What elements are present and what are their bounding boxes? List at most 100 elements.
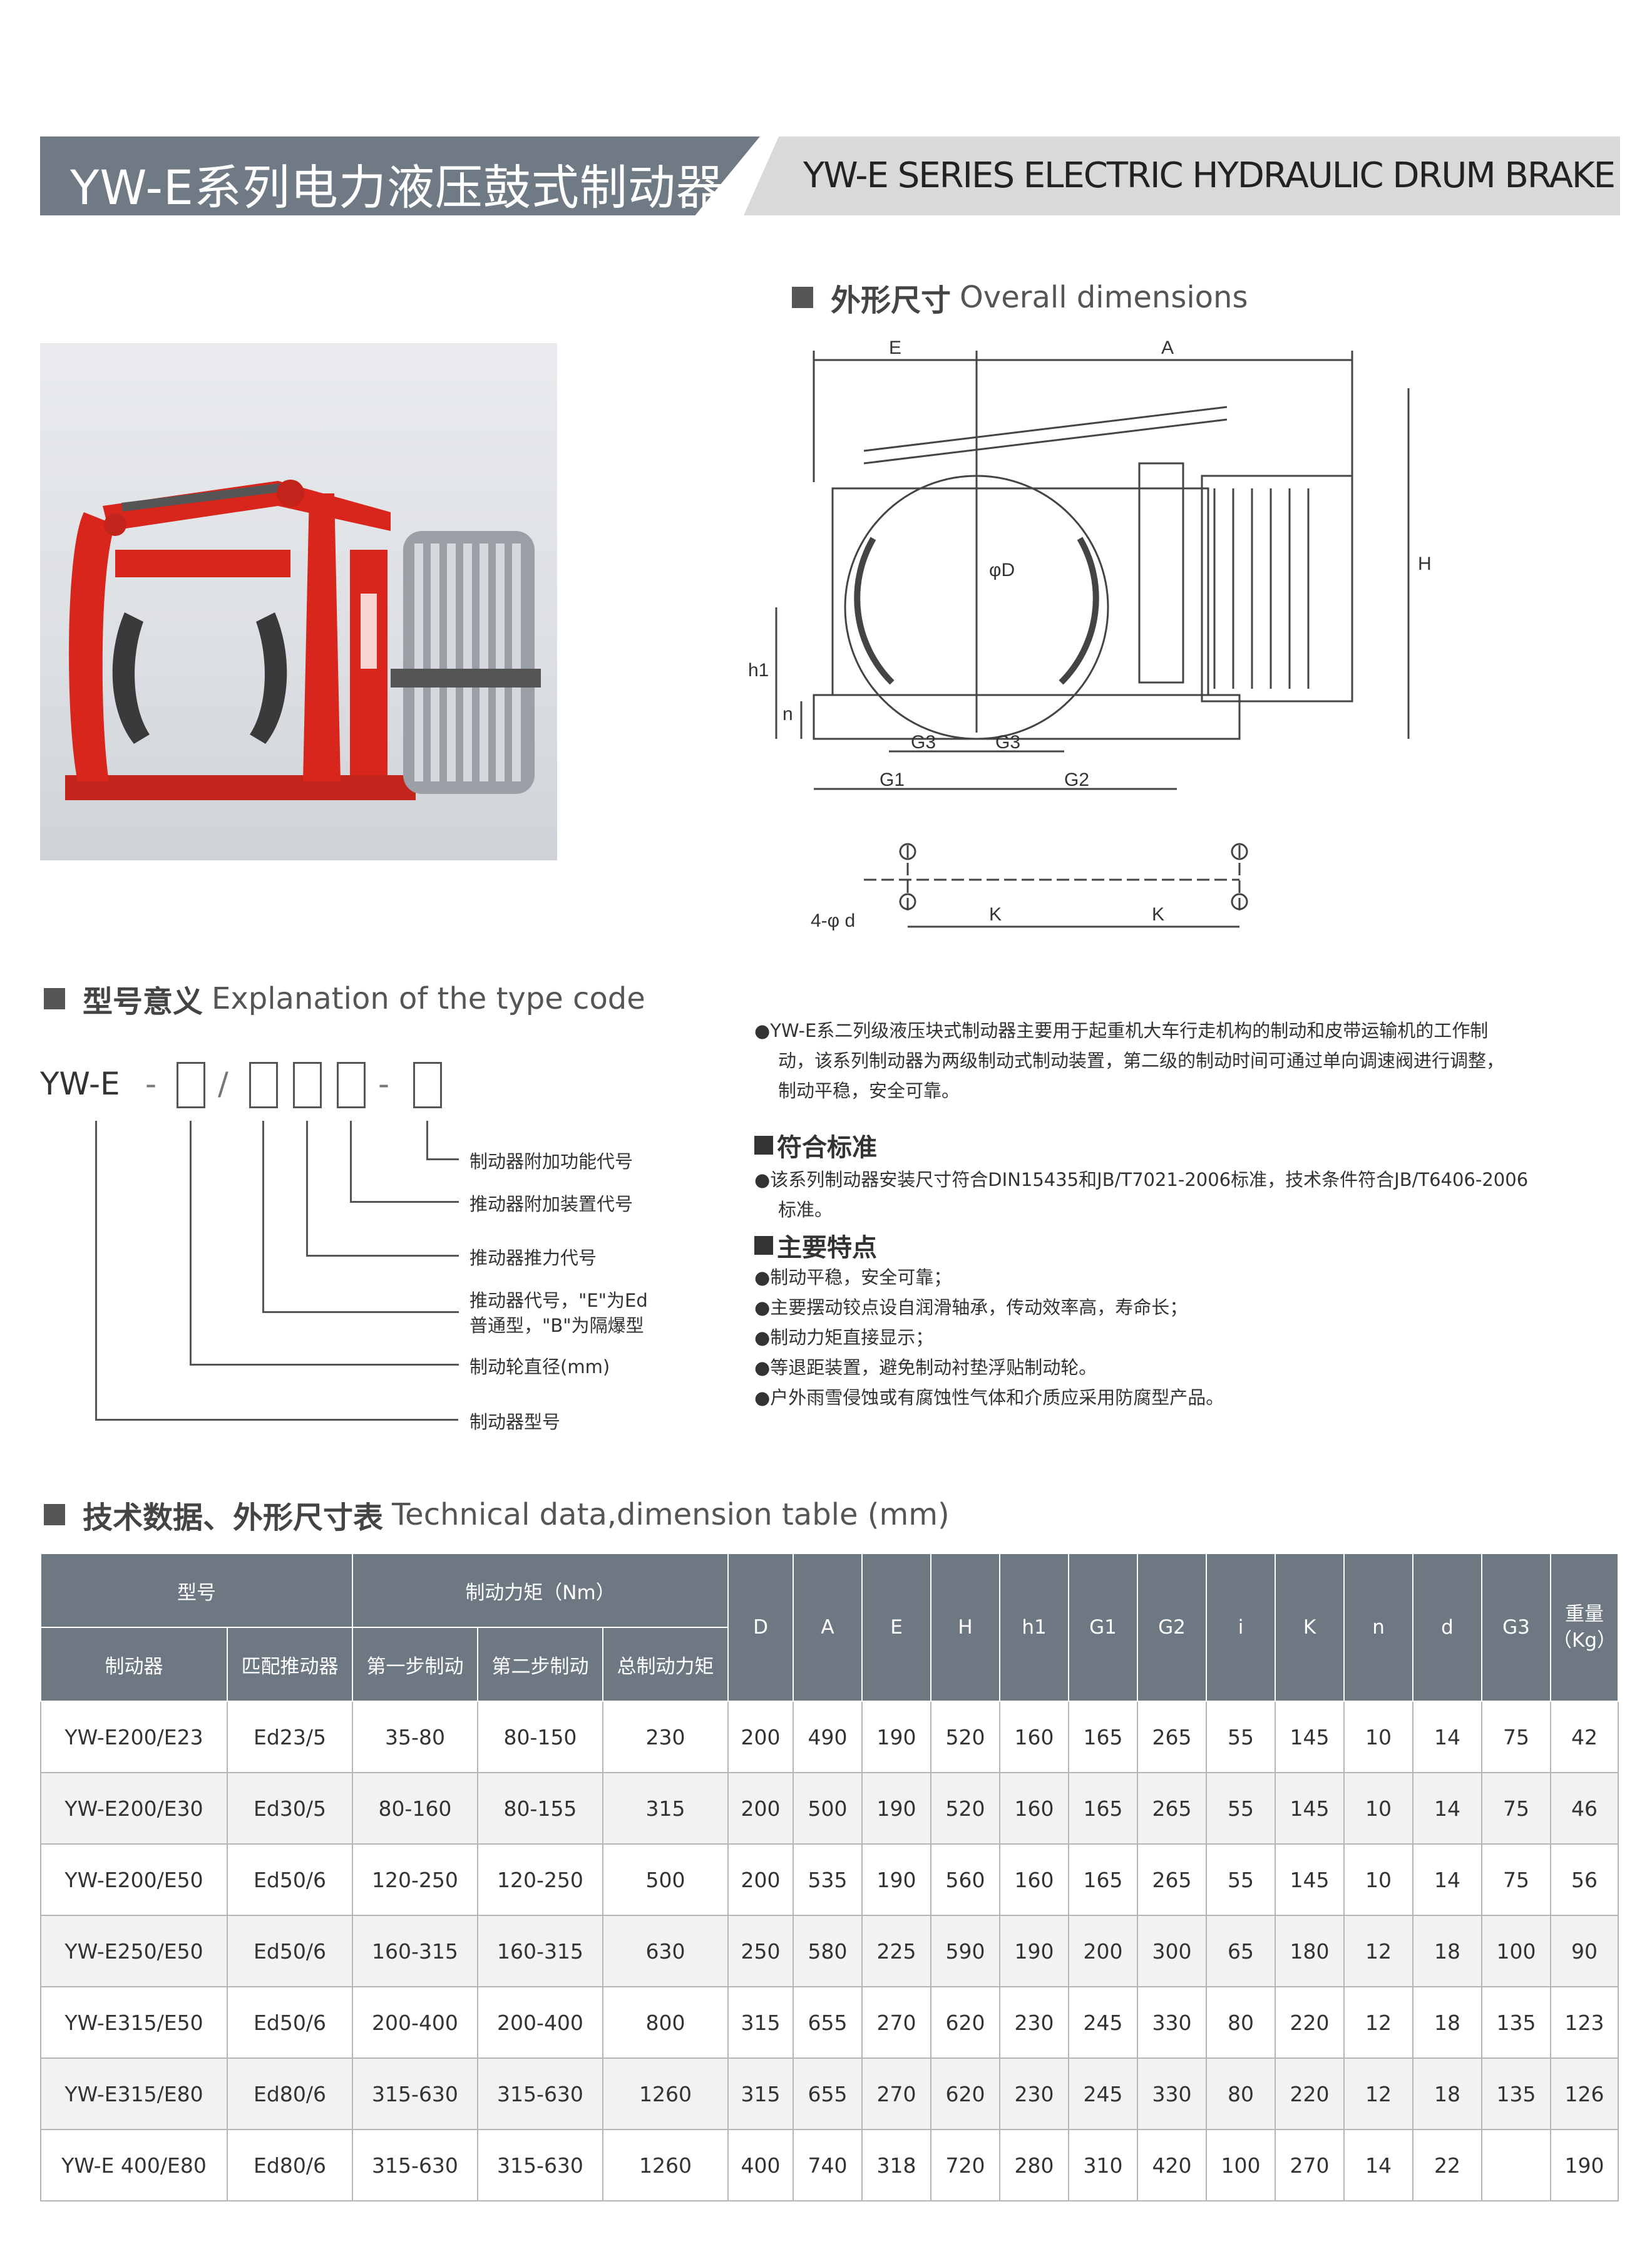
table-cell: 270 bbox=[1275, 2129, 1345, 2202]
table-cell: 315 bbox=[727, 1986, 794, 2059]
table-cell: 620 bbox=[930, 2058, 1001, 2130]
table-section-heading: 技术数据、外形尺寸表 Technical data,dimension tabl… bbox=[44, 1493, 950, 1537]
code-label-function: 制动器附加功能代号 bbox=[469, 1151, 634, 1172]
header-banner-right bbox=[744, 136, 1620, 215]
connector-line bbox=[350, 1201, 459, 1203]
table-cell: 230 bbox=[999, 1986, 1070, 2059]
section-bullet-icon bbox=[44, 1504, 65, 1525]
dim-label-G3-right: G3 bbox=[995, 732, 1020, 753]
table-cell: 560 bbox=[930, 1843, 1001, 1916]
table-cell: 10 bbox=[1343, 1843, 1414, 1916]
table-cell: YW-E315/E80 bbox=[40, 2058, 228, 2130]
table-cell: 55 bbox=[1206, 1772, 1276, 1845]
table-cell: 630 bbox=[602, 1915, 729, 1987]
type-code-dash-2: - bbox=[378, 1066, 390, 1102]
table-cell: 160 bbox=[999, 1701, 1070, 1773]
table-cell: 490 bbox=[793, 1701, 863, 1773]
header-sub: 第二步制动 bbox=[477, 1627, 603, 1702]
header-group-model: 型号 bbox=[40, 1553, 353, 1628]
table-cell: 200-400 bbox=[477, 1986, 603, 2059]
table-cell: 80-160 bbox=[352, 1772, 478, 1845]
table-cell: 315-630 bbox=[352, 2058, 478, 2130]
table-cell: 18 bbox=[1412, 1986, 1483, 2059]
table-cell: 160 bbox=[999, 1772, 1070, 1845]
table-cell: YW-E200/E30 bbox=[40, 1772, 228, 1845]
table-cell: 135 bbox=[1481, 1986, 1552, 2059]
table-cell: 120-250 bbox=[477, 1843, 603, 1916]
table-cell: 535 bbox=[793, 1843, 863, 1916]
header-dim: G3 bbox=[1481, 1553, 1552, 1702]
table-cell: 14 bbox=[1412, 1772, 1483, 1845]
table-cell: Ed50/6 bbox=[227, 1915, 353, 1987]
dim-label-holes: 4-φ d bbox=[811, 910, 855, 931]
header-dim: E bbox=[861, 1553, 932, 1702]
table-cell: 225 bbox=[861, 1915, 932, 1987]
header-dim: H bbox=[930, 1553, 1001, 1702]
code-box-function bbox=[413, 1062, 442, 1108]
table-cell: 65 bbox=[1206, 1915, 1276, 1987]
page-title-cn: YW-E系列电力液压鼓式制动器 bbox=[70, 160, 724, 215]
table-cell: 800 bbox=[602, 1986, 729, 2059]
table-cell: 200 bbox=[727, 1843, 794, 1916]
table-cell: 315 bbox=[727, 2058, 794, 2130]
table-cell: 160 bbox=[999, 1843, 1070, 1916]
table-cell: 120-250 bbox=[352, 1843, 478, 1916]
table-cell: 165 bbox=[1068, 1772, 1139, 1845]
table-cell: 500 bbox=[793, 1772, 863, 1845]
table-cell: 520 bbox=[930, 1701, 1001, 1773]
code-label-thruster-2: 普通型，"B"为隔爆型 bbox=[469, 1315, 644, 1336]
dim-label-G2: G2 bbox=[1064, 770, 1089, 790]
table-cell: 190 bbox=[861, 1772, 932, 1845]
connector-line bbox=[350, 1121, 352, 1202]
table-cell: 10 bbox=[1343, 1772, 1414, 1845]
code-box-diameter bbox=[177, 1062, 205, 1108]
header-dim: n bbox=[1343, 1553, 1414, 1702]
table-cell: 55 bbox=[1206, 1843, 1276, 1916]
brake-product-photo bbox=[40, 343, 557, 860]
table-cell: 1260 bbox=[602, 2058, 729, 2130]
table-cell: 230 bbox=[999, 2058, 1070, 2130]
table-cell: Ed50/6 bbox=[227, 1986, 353, 2059]
table-cell: 620 bbox=[930, 1986, 1001, 2059]
connector-line bbox=[306, 1255, 459, 1257]
header-dim: A bbox=[793, 1553, 863, 1702]
table-cell: 310 bbox=[1068, 2129, 1139, 2202]
table-cell: 123 bbox=[1550, 1986, 1619, 2059]
table-cell: YW-E250/E50 bbox=[40, 1915, 228, 1987]
table-cell: YW-E200/E50 bbox=[40, 1843, 228, 1916]
connector-line bbox=[306, 1121, 308, 1256]
dim-label-G3-left: G3 bbox=[911, 732, 936, 753]
table-cell: 190 bbox=[861, 1843, 932, 1916]
table-cell: 90 bbox=[1550, 1915, 1619, 1987]
header-sub: 第一步制动 bbox=[352, 1627, 478, 1702]
code-label-thrust: 推动器推力代号 bbox=[469, 1247, 597, 1269]
table-cell: 18 bbox=[1412, 2058, 1483, 2130]
features-list: ●制动平稳，安全可靠； ●主要摆动铰点设自润滑轴承，传动效率高，寿命长； ●制动… bbox=[754, 1262, 1224, 1413]
connector-line bbox=[95, 1419, 458, 1421]
table-cell: 165 bbox=[1068, 1843, 1139, 1916]
table-cell: 126 bbox=[1550, 2058, 1619, 2130]
header-sub: 总制动力矩 bbox=[602, 1627, 729, 1702]
dimension-drawing: E A H h1 n φD G3 G3 G1 G2 K K 4-φ d bbox=[748, 337, 1432, 931]
table-cell: 80 bbox=[1206, 1986, 1276, 2059]
table-cell: 80 bbox=[1206, 2058, 1276, 2130]
table-cell: 75 bbox=[1481, 1843, 1552, 1916]
table-cell: 655 bbox=[793, 1986, 863, 2059]
table-cell: 80-155 bbox=[477, 1772, 603, 1845]
table-cell: 720 bbox=[930, 2129, 1001, 2202]
dimensions-section-heading: 外形尺寸 Overall dimensions bbox=[792, 276, 1248, 319]
header-dim: G1 bbox=[1068, 1553, 1139, 1702]
table-cell: 265 bbox=[1137, 1701, 1208, 1773]
table-cell: 580 bbox=[793, 1915, 863, 1987]
header-banner-left bbox=[40, 136, 760, 215]
table-cell: Ed50/6 bbox=[227, 1843, 353, 1916]
code-box-thrust bbox=[293, 1062, 322, 1108]
table-cell: 315 bbox=[602, 1772, 729, 1845]
type-code-base: YW-E bbox=[40, 1066, 120, 1102]
table-cell: 230 bbox=[602, 1701, 729, 1773]
table-cell: 265 bbox=[1137, 1772, 1208, 1845]
table-cell: 56 bbox=[1550, 1843, 1619, 1916]
header-dim: i bbox=[1206, 1553, 1276, 1702]
